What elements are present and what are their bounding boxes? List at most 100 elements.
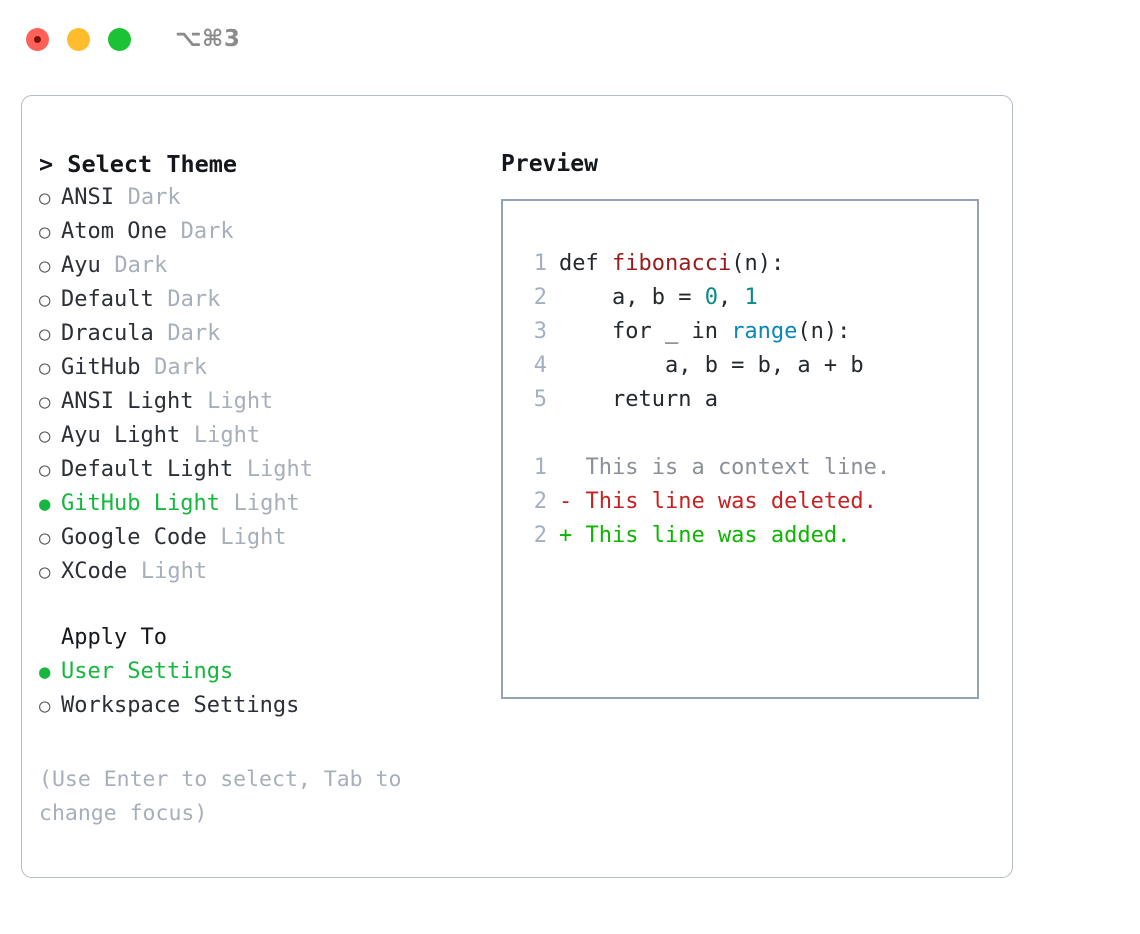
radio-unselected-icon: ○ bbox=[39, 357, 51, 379]
code-token-plain: (n): bbox=[731, 251, 785, 276]
code-line: 3 for _ in range(n): bbox=[517, 315, 971, 349]
diff-line-text-context: This is a context line. bbox=[559, 455, 891, 480]
theme-list-item[interactable]: ● GitHub Light Light bbox=[39, 487, 469, 521]
theme-name-label: XCode bbox=[61, 559, 128, 584]
theme-name-label: Ayu bbox=[61, 253, 101, 278]
code-line-text: for _ in range(n): bbox=[559, 315, 850, 349]
radio-unselected-icon: ○ bbox=[39, 221, 51, 243]
line-number: 3 bbox=[533, 319, 547, 344]
theme-category-label: Light bbox=[233, 491, 300, 516]
code-token-plain: a, b = bbox=[559, 285, 705, 310]
diff-line-text-add: + This line was added. bbox=[559, 523, 851, 548]
line-number: 1 bbox=[533, 251, 547, 276]
code-line-text: a, b = b, a + b bbox=[559, 349, 864, 383]
preview-title: Preview bbox=[501, 151, 598, 177]
theme-name-label: Ayu Light bbox=[61, 423, 181, 448]
code-token-call: range bbox=[731, 319, 798, 344]
apply-to-label: Workspace Settings bbox=[61, 693, 300, 718]
code-line-text: def fibonacci(n): bbox=[559, 247, 784, 281]
theme-list-item[interactable]: ○ Default Dark bbox=[39, 283, 469, 317]
theme-category-label: Light bbox=[193, 423, 261, 448]
code-line-text: return a bbox=[559, 383, 718, 417]
theme-name-label: ANSI Light bbox=[61, 389, 194, 414]
minimize-button-icon[interactable] bbox=[67, 27, 90, 51]
code-token-plain: (n): bbox=[797, 319, 851, 344]
theme-list-item[interactable]: ○ ANSI Dark bbox=[39, 181, 469, 215]
theme-category-label: Dark bbox=[167, 287, 221, 312]
line-number: 1 bbox=[533, 455, 547, 480]
theme-category-label: Light bbox=[220, 525, 287, 550]
code-token-num: 1 bbox=[744, 285, 758, 310]
apply-to-header-label: Apply To bbox=[61, 625, 167, 650]
theme-category-label: Dark bbox=[180, 219, 234, 244]
apply-to-list[interactable]: ●User Settings ○ Workspace Settings bbox=[39, 655, 469, 723]
theme-category-label: Dark bbox=[167, 321, 221, 346]
spacer-bullet-icon: ○ bbox=[39, 621, 61, 655]
diff-line: 1 This is a context line. bbox=[517, 451, 971, 485]
code-diff-separator bbox=[517, 417, 971, 451]
radio-unselected-icon: ○ bbox=[39, 425, 51, 447]
radio-selected-icon: ● bbox=[39, 661, 51, 683]
theme-category-label: Light bbox=[246, 457, 314, 482]
select-theme-header: > Select Theme bbox=[39, 150, 238, 178]
radio-unselected-icon: ○ bbox=[39, 187, 51, 209]
diff-line: 2 + This line was added. bbox=[517, 519, 971, 553]
radio-unselected-icon: ○ bbox=[39, 561, 51, 583]
radio-unselected-icon: ○ bbox=[39, 391, 51, 413]
apply-to-header-row: ○ Apply To bbox=[39, 621, 469, 655]
apply-to-item[interactable]: ○ Workspace Settings bbox=[39, 689, 469, 723]
theme-list-item[interactable]: ○ Ayu Light Light bbox=[39, 419, 469, 453]
theme-name-label: GitHub Light bbox=[61, 491, 220, 516]
theme-category-label: Dark bbox=[114, 253, 168, 278]
theme-name-label: Default bbox=[61, 287, 154, 312]
theme-category-label: Light bbox=[140, 559, 208, 584]
line-number: 2 bbox=[533, 523, 547, 548]
theme-list-item[interactable]: ○ Dracula Dark bbox=[39, 317, 469, 351]
apply-to-block: ○ Apply To ●User Settings○Workspace Sett… bbox=[39, 621, 469, 723]
code-token-fn: fibonacci bbox=[611, 251, 732, 276]
code-line: 5 return a bbox=[517, 383, 971, 417]
code-token-num: 0 bbox=[704, 285, 718, 310]
maximize-button-icon[interactable] bbox=[108, 27, 131, 51]
code-preview-area: 1 def fibonacci(n): 2 a, b = 0, 1 3 for _ i… bbox=[517, 247, 971, 553]
radio-unselected-icon: ○ bbox=[39, 289, 51, 311]
radio-unselected-icon: ○ bbox=[39, 255, 51, 277]
code-token-kw: return a bbox=[559, 387, 718, 412]
theme-name-label: GitHub bbox=[61, 355, 141, 380]
code-line: 1 def fibonacci(n): bbox=[517, 247, 971, 281]
radio-unselected-icon: ○ bbox=[39, 527, 51, 549]
diff-line-text-del: - This line was deleted. bbox=[559, 489, 877, 514]
line-number: 2 bbox=[533, 489, 547, 514]
theme-category-label: Dark bbox=[127, 185, 181, 210]
theme-list-item[interactable]: ○ ANSI Light Light bbox=[39, 385, 469, 419]
code-token-plain: , bbox=[717, 285, 745, 310]
theme-name-label: Google Code bbox=[61, 525, 207, 550]
theme-name-label: Dracula bbox=[61, 321, 154, 346]
line-number: 4 bbox=[533, 353, 547, 378]
line-number: 2 bbox=[533, 285, 547, 310]
theme-list-item[interactable]: ○ XCode Light bbox=[39, 555, 469, 589]
apply-to-item[interactable]: ●User Settings bbox=[39, 655, 469, 689]
line-number: 5 bbox=[533, 387, 547, 412]
code-block: 1 def fibonacci(n): 2 a, b = 0, 1 3 for _ i… bbox=[517, 247, 971, 417]
theme-list-item[interactable]: ○ Google Code Light bbox=[39, 521, 469, 555]
keyboard-shortcut-label: ⌥⌘3 bbox=[175, 26, 241, 52]
keyboard-hint-text: (Use Enter to select, Tab to change focu… bbox=[39, 767, 402, 826]
radio-unselected-icon: ○ bbox=[39, 323, 51, 345]
diff-line: 2 - This line was deleted. bbox=[517, 485, 971, 519]
theme-name-label: ANSI bbox=[61, 185, 114, 210]
radio-unselected-icon: ○ bbox=[39, 695, 51, 717]
traffic-light-group bbox=[26, 27, 131, 51]
theme-category-label: Light bbox=[207, 389, 274, 414]
theme-list-item[interactable]: ○ Ayu Dark bbox=[39, 249, 469, 283]
close-button-icon[interactable] bbox=[26, 27, 49, 51]
radio-selected-icon: ● bbox=[39, 493, 51, 515]
